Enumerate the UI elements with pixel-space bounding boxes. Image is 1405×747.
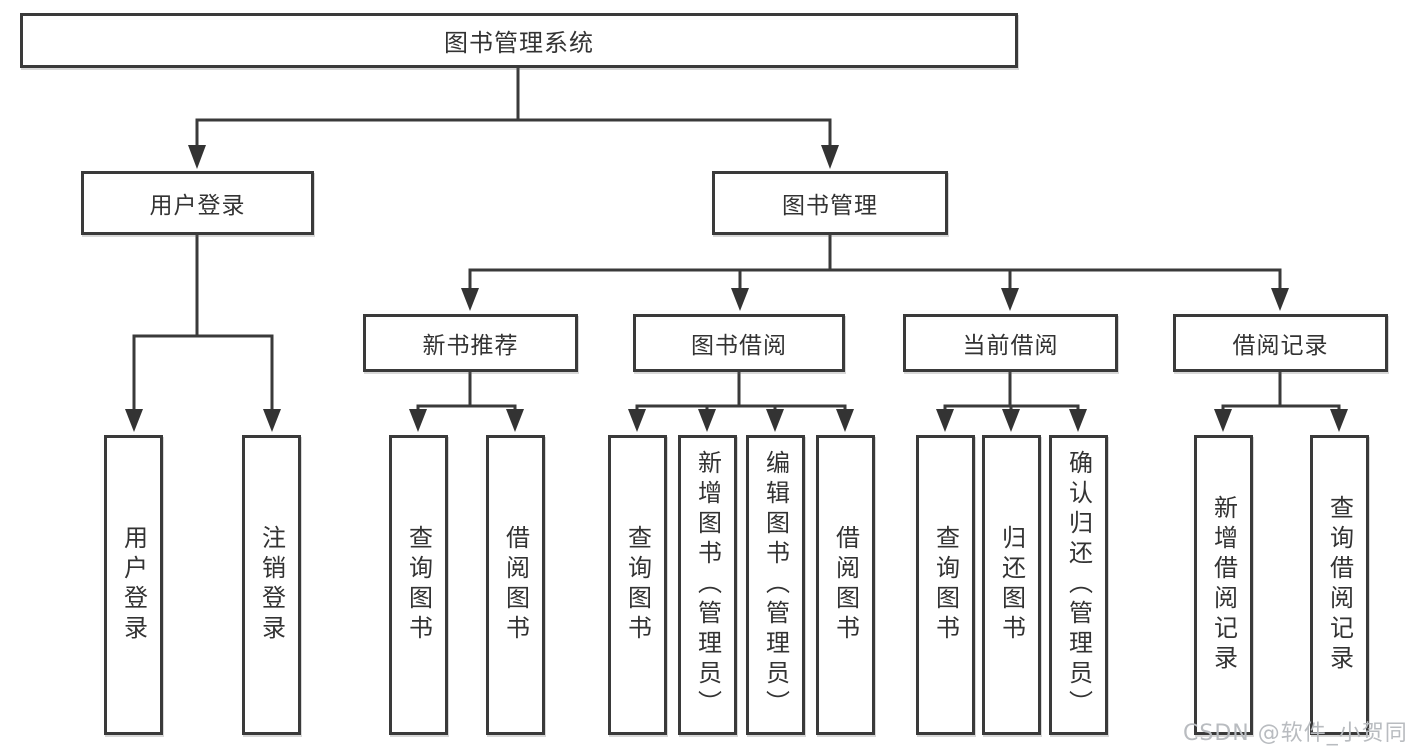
node-borrowing-records: 借阅记录 [1173, 314, 1388, 372]
node-new-book-recommend: 新书推荐 [363, 314, 578, 372]
node-current-borrowing: 当前借阅 [903, 314, 1118, 372]
leaf-return-books: 归还图书 [982, 435, 1041, 735]
leaf-confirm-return-admin: 确认归还（管理员） [1049, 435, 1108, 735]
node-current-borrowing-label: 当前借阅 [962, 333, 1059, 359]
leaf-query-borrow-record: 查询借阅记录 [1310, 435, 1369, 735]
node-user-login-label: 用户登录 [149, 193, 246, 219]
node-book-management-label: 图书管理 [782, 193, 878, 219]
node-new-book-recommend-label: 新书推荐 [422, 333, 519, 359]
node-root: 图书管理系统 [20, 13, 1018, 68]
leaf-logout-label: 注销登录 [257, 525, 286, 645]
leaf-borrow-books-recommend-label: 借阅图书 [501, 525, 530, 645]
leaf-query-borrow-record-label: 查询借阅记录 [1325, 495, 1354, 675]
leaf-query-books-current: 查询图书 [916, 435, 975, 735]
leaf-borrow-books: 借阅图书 [816, 435, 875, 735]
csdn-watermark: CSDN @软件_小贺同学 [1183, 721, 1405, 746]
leaf-user-login-label: 用户登录 [119, 525, 148, 645]
leaf-add-books-admin-label: 新增图书（管理员） [693, 450, 722, 720]
leaf-logout: 注销登录 [242, 435, 301, 735]
node-user-login: 用户登录 [81, 171, 314, 235]
leaf-edit-books-admin-label: 编辑图书（管理员） [761, 450, 790, 720]
leaf-edit-books-admin: 编辑图书（管理员） [746, 435, 805, 735]
leaf-borrow-books-label: 借阅图书 [831, 525, 860, 645]
leaf-add-borrow-record: 新增借阅记录 [1194, 435, 1253, 735]
leaf-query-books-recommend: 查询图书 [389, 435, 448, 735]
node-book-borrowing: 图书借阅 [633, 314, 845, 372]
node-root-label: 图书管理系统 [444, 29, 594, 57]
leaf-user-login: 用户登录 [104, 435, 163, 735]
node-book-borrowing-label: 图书借阅 [691, 333, 787, 359]
leaf-add-books-admin: 新增图书（管理员） [678, 435, 737, 735]
leaf-confirm-return-admin-label: 确认归还（管理员） [1064, 450, 1093, 720]
leaf-query-books-recommend-label: 查询图书 [404, 525, 433, 645]
leaf-query-books-borrow: 查询图书 [608, 435, 667, 735]
node-borrowing-records-label: 借阅记录 [1232, 333, 1329, 359]
leaf-query-books-current-label: 查询图书 [931, 525, 960, 645]
leaf-return-books-label: 归还图书 [997, 525, 1026, 645]
leaf-borrow-books-recommend: 借阅图书 [486, 435, 545, 735]
leaf-add-borrow-record-label: 新增借阅记录 [1209, 495, 1238, 675]
leaf-query-books-borrow-label: 查询图书 [623, 525, 652, 645]
node-book-management: 图书管理 [712, 171, 948, 235]
